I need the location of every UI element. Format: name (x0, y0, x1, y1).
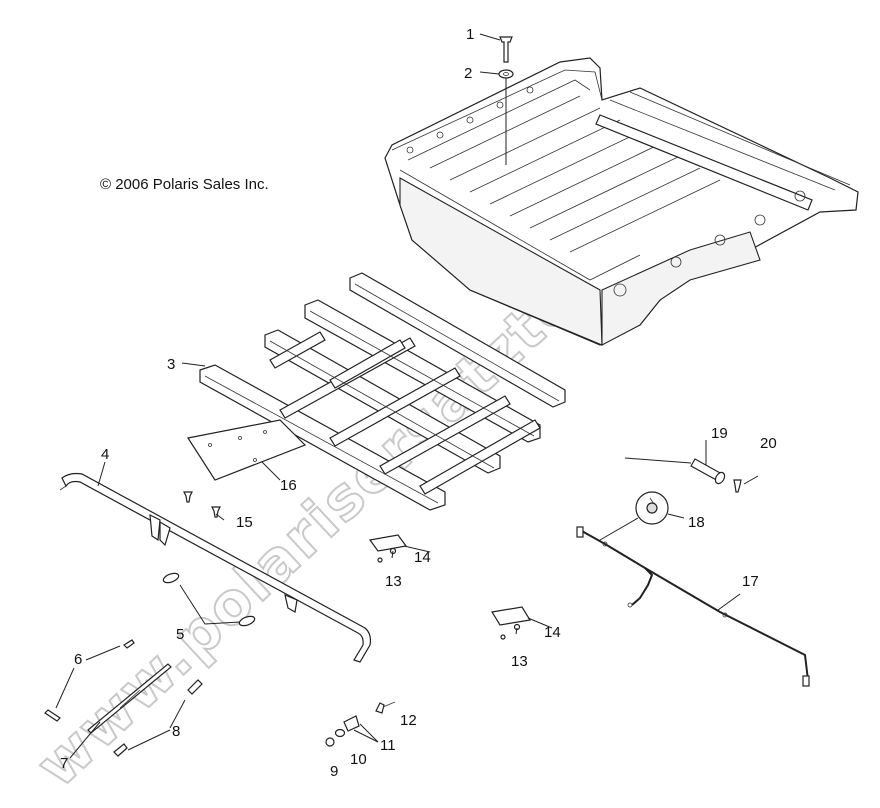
grip-5 (162, 572, 256, 627)
callout-8: 8 (172, 723, 180, 740)
callout-6: 6 (74, 651, 82, 668)
callout-5: 5 (176, 626, 184, 643)
callout-12: 12 (400, 712, 417, 729)
callout-1: 1 (466, 26, 474, 43)
callout-13b: 13 (511, 653, 528, 670)
callout-15: 15 (236, 514, 253, 531)
callout-18: 18 (688, 514, 705, 531)
pin-19 (690, 458, 726, 485)
callout-16: 16 (280, 477, 297, 494)
callout-14a: 14 (414, 549, 431, 566)
bolt-1 (499, 36, 513, 63)
wire-harness-17 (576, 526, 810, 687)
clip-8 (113, 679, 203, 757)
callout-labels: 1 2 3 4 5 6 7 8 9 10 11 12 13 13 14 14 1… (60, 26, 777, 780)
screw-20 (733, 479, 742, 493)
strap-7 (87, 663, 172, 734)
callout-19: 19 (711, 425, 728, 442)
washer-2 (498, 69, 514, 79)
cargo-box (384, 57, 859, 346)
nut-9 (325, 737, 335, 747)
nut-13b (500, 623, 521, 640)
callout-10: 10 (350, 751, 367, 768)
callout-20: 20 (760, 435, 777, 452)
bracket-11 (343, 715, 360, 732)
bumper-tube-4 (59, 472, 372, 663)
copyright-notice: © 2006 Polaris Sales Inc. (100, 176, 269, 193)
skid-plate-16 (187, 419, 307, 481)
callout-13a: 13 (385, 573, 402, 590)
bracket-14a (368, 534, 408, 552)
callout-14b: 14 (544, 624, 561, 641)
screw-15 (183, 491, 221, 518)
callout-17: 17 (742, 573, 759, 590)
callout-2: 2 (464, 65, 472, 82)
bolt-12 (375, 701, 396, 714)
pin-6 (44, 639, 135, 722)
bracket-14b (491, 606, 531, 626)
callout-7: 7 (60, 755, 68, 772)
callout-9: 9 (330, 763, 338, 780)
callout-3: 3 (167, 356, 175, 373)
washer-10 (334, 728, 346, 738)
callout-4: 4 (101, 446, 109, 463)
light-18 (635, 491, 669, 525)
bed-subframe (199, 272, 566, 511)
callout-11: 11 (380, 737, 396, 754)
